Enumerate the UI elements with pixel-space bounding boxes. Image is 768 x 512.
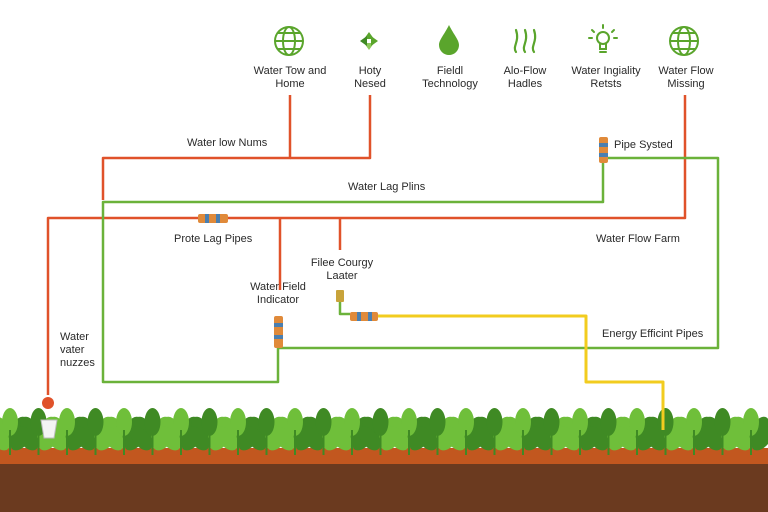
label-prote-lag-pipes: Prote Lag Pipes — [174, 233, 253, 245]
label-filee-courgy-laater: Filee Courgy Laater — [310, 257, 374, 282]
water-drop-icon — [432, 22, 466, 56]
label-water-flow-farm: Water Flow Farm — [596, 233, 680, 245]
green-pipe-network — [101, 150, 720, 384]
crop-row — [0, 408, 768, 455]
header-label-2: Hoty Nesed — [354, 65, 386, 90]
sensor-box — [336, 290, 344, 302]
crop-plant — [500, 408, 546, 455]
valve-field-indicator — [274, 316, 283, 348]
header-label-5: Water Ingiality Retsts — [571, 65, 641, 90]
globe-icon — [272, 24, 306, 58]
yellow-pipe — [350, 314, 665, 425]
header-label-4: Alo-Flow Hadles — [503, 65, 547, 90]
valve-prote-lag — [198, 214, 228, 223]
nozzle-cup — [40, 419, 58, 439]
lightbulb-icon — [586, 22, 620, 56]
valve-pipe-systed — [599, 137, 608, 163]
header-label-1: Water Tow and Home — [253, 65, 327, 90]
valve-yellow-line — [350, 312, 378, 321]
label-water-lag-plins: Water Lag Plins — [348, 181, 426, 193]
arrows-icon — [352, 24, 386, 58]
globe-icon — [667, 24, 701, 58]
soil-top-band — [0, 448, 768, 464]
crop-plant — [728, 408, 768, 455]
nozzle-head — [42, 397, 54, 409]
label-water-field-indicator: Water Field Indicator — [250, 281, 306, 306]
heat-waves-icon — [508, 24, 542, 58]
label-energy-efficint-pipes: Energy Efficint Pipes — [602, 328, 704, 340]
header-label-3: Fieldl Technology — [422, 65, 478, 90]
label-water-low-nums: Water low Nums — [187, 137, 268, 149]
header-label-6: Water Flow Missing — [658, 65, 714, 90]
label-water-nuzzes: Water vater nuzzes — [60, 331, 95, 369]
label-pipe-systed: Pipe Systed — [614, 139, 673, 151]
soil-layer — [0, 460, 768, 512]
red-pipe-network — [46, 95, 687, 395]
